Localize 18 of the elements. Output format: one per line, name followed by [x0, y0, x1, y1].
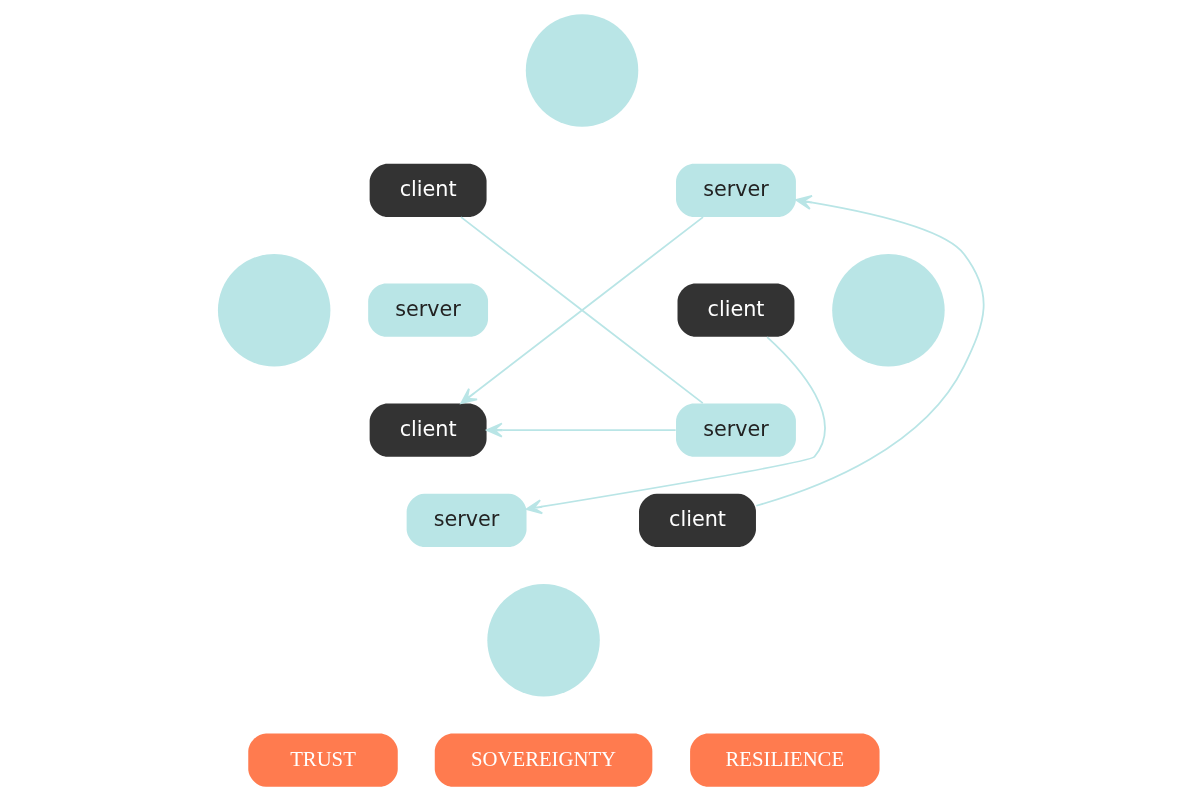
node-box: client: [369, 403, 487, 457]
node-box: server: [406, 493, 527, 548]
node-person: [525, 14, 638, 127]
node-box: server: [367, 283, 488, 337]
arrow: [754, 194, 984, 507]
node-person: [217, 253, 330, 367]
node-box: client: [369, 163, 487, 217]
node-box: SOVEREIGNTY: [434, 733, 652, 787]
node-box: server: [675, 403, 796, 457]
node-box: TRUST: [247, 733, 398, 787]
arrow: [485, 422, 677, 438]
node-person: [486, 584, 600, 697]
node-box: server: [675, 163, 796, 217]
node-box: RESILIENCE: [689, 733, 880, 787]
node-person: [831, 253, 945, 367]
node-box: client: [638, 493, 756, 548]
arrow: [525, 336, 826, 515]
node-box: client: [677, 283, 794, 337]
